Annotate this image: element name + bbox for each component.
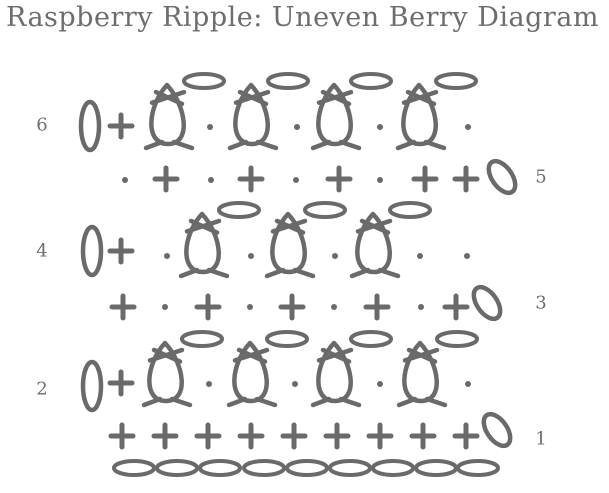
berry-stitch-icon [310,72,393,151]
slip-stitch-dot-icon [122,177,128,183]
slip-stitch-dot-icon [294,124,300,130]
chain-oval-icon [155,459,199,477]
slip-stitch-dot-icon [208,177,214,183]
slip-stitch-dot-icon [417,253,423,259]
slip-stitch-dot-icon [332,253,338,259]
single-crochet-icon [107,112,135,140]
chart-title: Raspberry Ripple: Uneven Berry Diagram [6,2,599,33]
slip-stitch-dot-icon [464,253,470,259]
turning-chain-icon [80,359,104,413]
single-crochet-icon [442,293,470,321]
chain-oval-icon [371,459,415,477]
single-crochet-icon [109,293,137,321]
berry-stitch-icon [349,201,432,279]
single-crochet-icon [366,422,394,450]
slip-stitch-dot-icon [465,124,471,130]
row-label-1: 1 [535,428,547,450]
slip-stitch-dot-icon [293,177,299,183]
single-crochet-icon [363,293,391,321]
berry-stitch-icon [264,201,347,279]
slip-stitch-dot-icon [206,381,212,387]
row-label-3: 3 [535,292,547,314]
slip-stitch-dot-icon [377,124,383,130]
berry-stitch-icon [310,330,393,408]
single-crochet-icon [237,165,265,193]
tilted-chain-icon [486,158,518,196]
slip-stitch-dot-icon [418,304,424,310]
chain-oval-icon [456,459,500,477]
single-crochet-icon [152,165,180,193]
chain-oval-icon [285,459,329,477]
chain-oval-icon [328,459,372,477]
slip-stitch-dot-icon [377,381,383,387]
slip-stitch-dot-icon [248,253,254,259]
row-label-6: 6 [36,114,48,136]
slip-stitch-dot-icon [377,177,383,183]
single-crochet-icon [323,422,351,450]
chain-oval-icon [198,459,242,477]
single-crochet-icon [280,422,308,450]
tilted-chain-icon [471,284,503,322]
single-crochet-icon [278,293,306,321]
berry-stitch-icon [226,330,309,408]
single-crochet-icon [237,422,265,450]
chain-oval-icon [414,459,458,477]
berry-stitch-icon [178,201,261,279]
single-crochet-icon [194,293,222,321]
turning-chain-icon [80,224,104,278]
single-crochet-icon [452,165,480,193]
single-crochet-icon [107,369,135,397]
single-crochet-icon [151,422,179,450]
single-crochet-icon [411,165,439,193]
berry-stitch-icon [227,72,310,151]
berry-stitch-icon [395,72,478,151]
slip-stitch-dot-icon [162,304,168,310]
single-crochet-icon [409,422,437,450]
single-crochet-icon [194,422,222,450]
chain-oval-icon [242,459,286,477]
chain-oval-icon [112,459,156,477]
row-label-4: 4 [36,240,48,262]
slip-stitch-dot-icon [292,381,298,387]
single-crochet-icon [325,165,353,193]
berry-stitch-icon [141,330,224,408]
slip-stitch-dot-icon [465,381,471,387]
slip-stitch-dot-icon [247,304,253,310]
slip-stitch-dot-icon [331,304,337,310]
slip-stitch-dot-icon [164,253,170,259]
single-crochet-icon [452,422,480,450]
single-crochet-icon [107,237,135,265]
tilted-chain-icon [481,411,513,449]
turning-chain-icon [78,99,102,153]
single-crochet-icon [108,422,136,450]
slip-stitch-dot-icon [207,124,213,130]
row-label-5: 5 [535,166,547,188]
berry-stitch-icon [143,72,226,151]
row-label-2: 2 [36,378,48,400]
berry-stitch-icon [396,330,479,408]
